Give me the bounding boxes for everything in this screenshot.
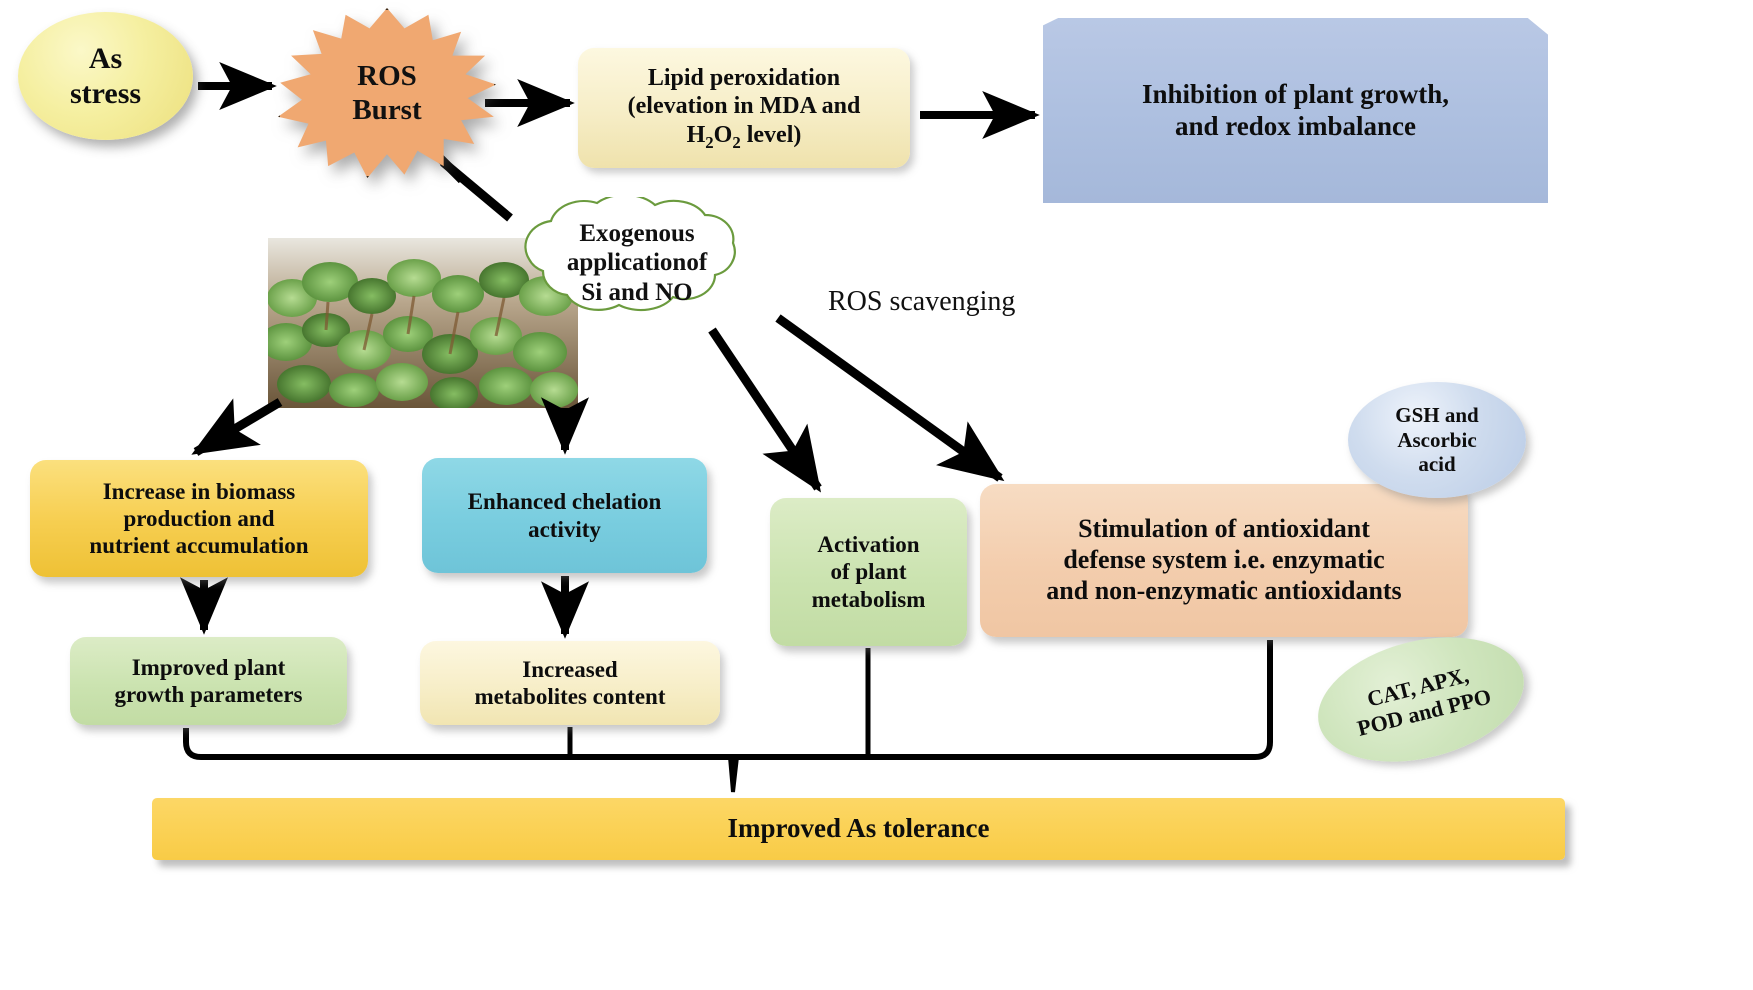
node-increased-metabolites[interactable]: Increased metabolites content — [420, 641, 720, 725]
node-improved-plant-growth[interactable]: Improved plant growth parameters — [70, 637, 347, 725]
antioxidant-label: Stimulation of antioxidant defense syste… — [1046, 514, 1402, 605]
chelation-label: Enhanced chelation activity — [467, 489, 662, 542]
arrow-cloud-to-biomass — [191, 398, 283, 456]
node-cat-apx-pod-ppo[interactable]: CAT, APX, POD and PPO — [1304, 617, 1538, 782]
cloud-label: Exogenous applicationof Si and NO — [566, 219, 708, 306]
biomass-label: Increase in biomass production and nutri… — [89, 478, 309, 559]
bottom-collector-bus — [183, 640, 1273, 760]
arrow-bus-to-tolerance — [728, 756, 739, 793]
tolerance-label: Improved As tolerance — [727, 813, 990, 844]
node-stimulation-antioxidant-defense[interactable]: Stimulation of antioxidant defense syste… — [980, 484, 1468, 637]
gsh-label: GSH and Ascorbic acid — [1395, 402, 1479, 477]
arrow-cloud-to-activation — [708, 327, 822, 493]
edge-label-ros-scavenging: ROS scavenging — [828, 286, 1016, 317]
node-improved-as-tolerance[interactable]: Improved As tolerance — [152, 798, 1565, 860]
lipid-peroxidation-label: Lipid peroxidation (elevation in MDA and… — [627, 64, 861, 152]
node-increase-biomass[interactable]: Increase in biomass production and nutri… — [30, 460, 368, 577]
metabolites-label: Increased metabolites content — [474, 656, 666, 709]
node-lipid-peroxidation[interactable]: Lipid peroxidation (elevation in MDA and… — [578, 48, 910, 168]
inhibition-label: Inhibition of plant growth, and redox im… — [1141, 78, 1450, 141]
cat-apx-label: CAT, APX, POD and PPO — [1354, 661, 1494, 741]
activation-label: Activation of plant metabolism — [811, 532, 926, 612]
node-enhanced-chelation[interactable]: Enhanced chelation activity — [422, 458, 707, 573]
improved-growth-label: Improved plant growth parameters — [114, 654, 303, 707]
cloud-exogenous-application: Exogenous applicationof Si and NO — [463, 197, 811, 329]
node-gsh-ascorbic-acid[interactable]: GSH and Ascorbic acid — [1348, 382, 1526, 498]
arrow-cloud-to-antioxidant — [775, 314, 1005, 482]
node-activation-plant-metabolism[interactable]: Activation of plant metabolism — [770, 498, 967, 646]
h2o2-line: H2O2 level) — [686, 121, 802, 152]
cloud-shape-icon — [524, 197, 736, 312]
node-inhibition-plant-growth[interactable]: Inhibition of plant growth, and redox im… — [1043, 18, 1548, 203]
